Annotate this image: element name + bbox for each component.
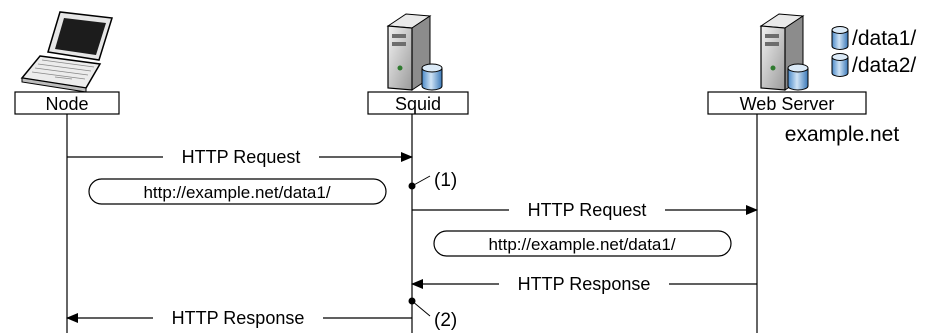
storage-data1: /data1/ [831, 26, 916, 50]
label-backdrop [163, 146, 319, 166]
point-1-marker: (1) [408, 170, 457, 191]
storage-data2: /data2/ [831, 53, 916, 77]
message-request-node-to-squid: HTTP Request [67, 146, 413, 167]
message-response-squid-to-node: HTTP Response [66, 307, 412, 328]
database-icon [831, 53, 849, 77]
message-label: HTTP Request [182, 147, 301, 167]
label-backdrop [153, 307, 323, 327]
message-label: HTTP Request [528, 200, 647, 220]
point-label: (2) [434, 310, 457, 331]
url-text: http://example.net/data1/ [488, 235, 675, 254]
participant-box [707, 91, 867, 115]
url-text: http://example.net/data1/ [143, 183, 330, 202]
database-icon [421, 63, 443, 91]
participant-label-webserver: Web Server [740, 94, 835, 114]
label-backdrop [509, 199, 665, 219]
point-2-marker: (2) [408, 297, 457, 331]
message-label: HTTP Response [518, 274, 651, 294]
message-request-squid-to-webserver: HTTP Request [412, 199, 758, 220]
point-label: (1) [434, 170, 457, 191]
url-pill [88, 178, 387, 205]
storage-label-data2: /data2/ [852, 54, 916, 77]
database-icon [831, 26, 849, 50]
url-pill-1: http://example.net/data1/ [88, 178, 387, 205]
participant-squid: Squid [367, 91, 469, 115]
message-label: HTTP Response [172, 308, 305, 328]
url-pill-2: http://example.net/data1/ [433, 230, 732, 257]
webserver-hostname: example.net [785, 123, 900, 146]
laptop-icon [20, 11, 113, 93]
participant-box [367, 91, 469, 115]
message-response-webserver-to-squid: HTTP Response [411, 273, 757, 294]
url-pill [433, 230, 732, 257]
participant-node: Node [14, 91, 120, 115]
storage-label-data1: /data1/ [852, 27, 916, 50]
point-leader [411, 175, 431, 187]
point-leader [411, 300, 431, 317]
participant-label-node: Node [45, 94, 88, 114]
database-icon [787, 63, 809, 91]
participant-webserver: Web Server [707, 91, 867, 115]
participant-label-squid: Squid [395, 94, 441, 114]
label-backdrop [499, 273, 669, 293]
